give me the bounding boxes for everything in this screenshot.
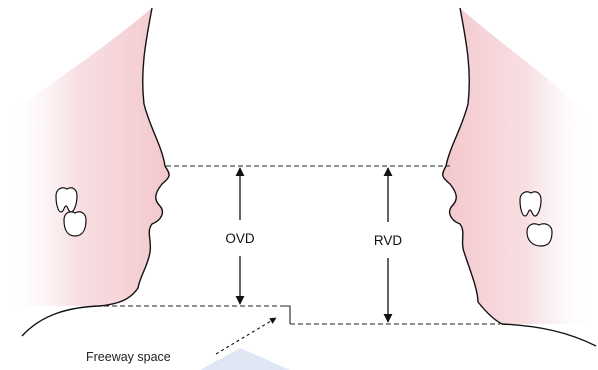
right-face-profile (443, 8, 598, 346)
rvd-label: RVD (374, 233, 403, 248)
right-shoulder-outline (502, 324, 596, 346)
left-face-profile (0, 8, 169, 336)
rvd-measure: RVD (374, 168, 403, 322)
reference-lines (104, 166, 500, 324)
freeway-space-bracket (284, 306, 290, 324)
freeway-space-annotation: Freeway space (86, 318, 290, 370)
right-face-skin (443, 8, 598, 324)
ovd-label: OVD (225, 231, 255, 246)
freeway-space-pointer (216, 318, 276, 354)
ovd-measure: OVD (225, 168, 255, 304)
freeway-space-label: Freeway space (86, 350, 171, 364)
watermark-shape (200, 348, 290, 370)
left-face-skin (0, 8, 169, 306)
left-shoulder-outline (22, 306, 100, 336)
